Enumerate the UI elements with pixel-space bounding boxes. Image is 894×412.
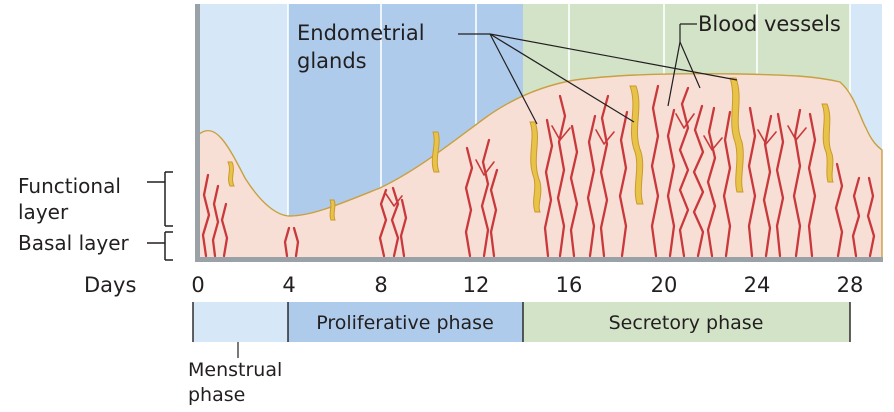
vessel	[851, 176, 861, 258]
functional-layer-label: Functional	[18, 174, 121, 198]
vessel	[706, 106, 717, 258]
day-tick-labels: 0 4 8 12 16 20 24 28	[191, 273, 863, 297]
vessel	[792, 108, 802, 258]
vessel	[464, 146, 474, 258]
vessel	[618, 110, 629, 258]
vessel	[678, 86, 690, 258]
day-tick-24: 24	[744, 273, 771, 297]
menstrual-phase-box	[193, 302, 288, 342]
vessel	[556, 94, 567, 258]
day-tick-0: 0	[191, 273, 204, 297]
day-tick-8: 8	[374, 273, 387, 297]
day-tick-4: 4	[282, 273, 295, 297]
vessel	[489, 168, 499, 258]
glands-pointer-lines	[458, 33, 738, 125]
vessel	[762, 114, 773, 258]
vessel	[211, 184, 220, 258]
vessel	[543, 118, 554, 258]
day-tick-16: 16	[556, 273, 583, 297]
vessel	[599, 94, 610, 258]
gland	[821, 103, 834, 183]
endometrial-glands	[227, 77, 834, 221]
blood-vessels	[201, 84, 876, 258]
menstrual-phase-label: Menstrual	[188, 359, 282, 381]
endometrial-glands-label: Endometrial	[297, 21, 425, 45]
blood-vessels-label: Blood vessels	[698, 12, 841, 36]
functional-layer-label-line2: layer	[18, 200, 69, 224]
secretory-phase-label: Secretory phase	[609, 312, 764, 334]
gland	[431, 131, 440, 173]
gland	[227, 161, 235, 187]
vessel	[666, 108, 676, 258]
secretory-phase-box	[523, 302, 850, 342]
vessel	[650, 84, 660, 258]
vessel	[283, 226, 291, 258]
days-axis-title: Days	[84, 273, 136, 297]
proliferative-phase-box	[288, 302, 523, 342]
bottom-axis-bar	[195, 257, 883, 262]
endometrial-glands-label-line2: glands	[297, 49, 367, 73]
vessel	[399, 198, 408, 258]
proliferative-phase-label: Proliferative phase	[316, 312, 494, 334]
vessel	[480, 138, 491, 258]
day-tick-12: 12	[463, 273, 490, 297]
vessel	[292, 226, 300, 258]
vessel	[586, 114, 597, 258]
vessel	[866, 176, 876, 258]
vessel	[692, 104, 705, 258]
menstrual-phase-label-line2: phase	[188, 384, 245, 406]
day-tick-20: 20	[651, 273, 678, 297]
vessel	[378, 188, 388, 258]
gland	[629, 85, 644, 205]
vessel	[390, 186, 400, 258]
vessel	[220, 202, 229, 258]
gland	[729, 77, 744, 193]
vessel	[747, 106, 757, 258]
layer-brackets	[147, 171, 173, 261]
vessel	[722, 110, 732, 258]
vessel-branches	[385, 113, 807, 207]
vessel	[807, 112, 817, 258]
vessel	[201, 173, 211, 258]
gland	[529, 121, 542, 213]
vessels-pointer-lines	[667, 23, 701, 107]
gland	[329, 199, 336, 221]
day-tick-28: 28	[837, 273, 864, 297]
vessel	[569, 124, 579, 258]
vessel	[775, 112, 785, 258]
vessel	[834, 162, 844, 258]
left-axis-bar	[195, 4, 200, 262]
phase-bar: Proliferative phase Secretory phase	[192, 302, 851, 342]
basal-layer-label: Basal layer	[18, 231, 130, 255]
